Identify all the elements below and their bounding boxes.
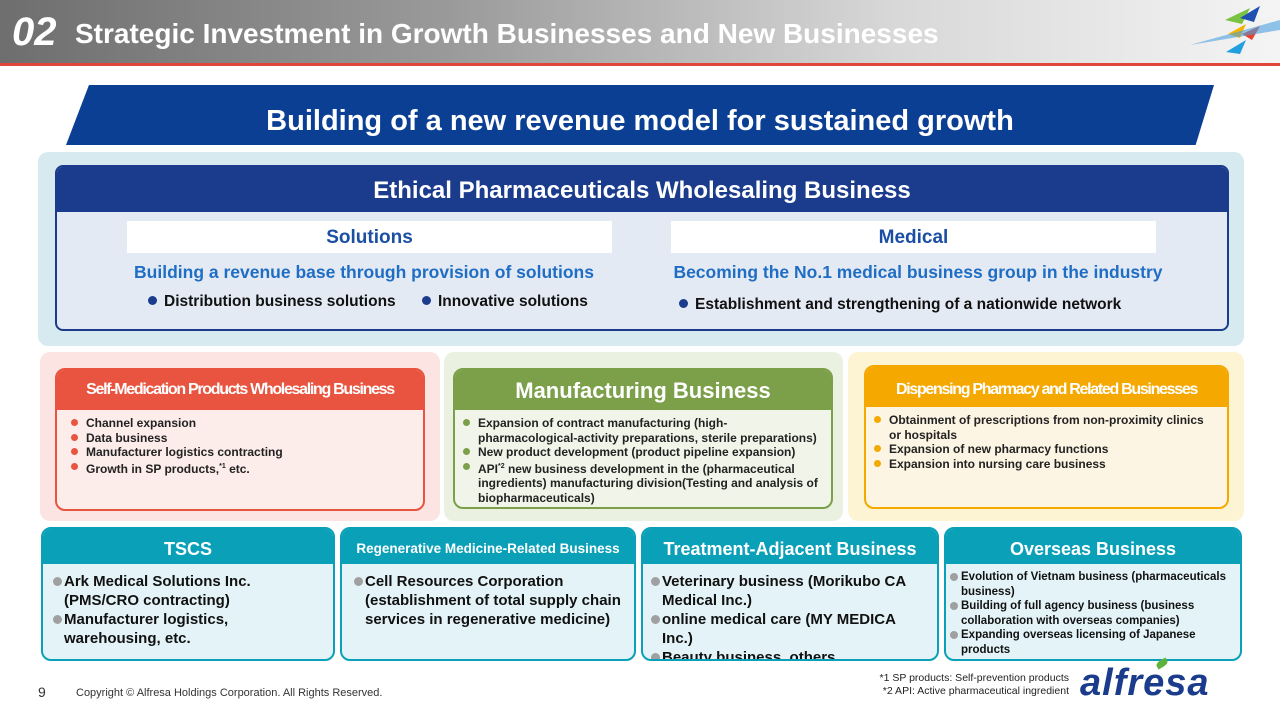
bullet-icon <box>422 296 431 305</box>
regenerative-card: Regenerative Medicine-Related Business C… <box>340 527 636 661</box>
list-item: Expansion of contract manufacturing (hig… <box>463 416 829 445</box>
self-med-list: Channel expansion Data business Manufact… <box>57 410 423 476</box>
dispensing-card: Dispensing Pharmacy and Related Business… <box>864 365 1229 509</box>
page-number: 9 <box>38 684 46 700</box>
treatment-list: Veterinary business (Morikubo CA Medical… <box>643 564 937 659</box>
self-med-title: Self-Medication Products Wholesaling Bus… <box>57 370 423 410</box>
slide-header <box>0 0 1280 66</box>
manufacturing-list: Expansion of contract manufacturing (hig… <box>455 410 831 505</box>
manufacturing-card: Manufacturing Business Expansion of cont… <box>453 368 833 509</box>
brand-decoration-icon <box>1190 6 1280 54</box>
self-med-card: Self-Medication Products Wholesaling Bus… <box>55 368 425 511</box>
item-text: Growth in SP products, <box>86 461 220 476</box>
copyright: Copyright © Alfresa Holdings Corporation… <box>76 687 383 699</box>
tscs-card: TSCS Ark Medical Solutions Inc. (PMS/CRO… <box>41 527 335 661</box>
list-item: online medical care (MY MEDICA Inc.) <box>651 610 929 648</box>
slide-title: Strategic Investment in Growth Businesse… <box>75 18 939 49</box>
dispensing-title: Dispensing Pharmacy and Related Business… <box>866 367 1227 407</box>
bullet-text: Distribution business solutions <box>164 293 396 310</box>
tscs-list: Ark Medical Solutions Inc. (PMS/CRO cont… <box>43 564 333 648</box>
list-item: Beauty business, others <box>651 648 929 659</box>
list-item: Manufacturer logistics contracting <box>71 445 415 460</box>
manufacturing-title: Manufacturing Business <box>455 370 831 410</box>
solutions-bullet: Distribution business solutions <box>148 293 396 311</box>
footnote-ref: *1 <box>219 462 226 470</box>
item-text: new business development in the (pharmac… <box>478 461 818 505</box>
list-item: Manufacturer logistics, warehousing, etc… <box>53 610 325 648</box>
overseas-title: Overseas Business <box>946 529 1240 564</box>
banner-heading: Building of a new revenue model for sust… <box>66 85 1214 145</box>
list-item: Veterinary business (Morikubo CA Medical… <box>651 572 929 610</box>
regenerative-list: Cell Resources Corporation (establishmen… <box>342 564 634 629</box>
tscs-title: TSCS <box>43 529 333 564</box>
item-text: API <box>478 461 499 476</box>
treatment-title: Treatment-Adjacent Business <box>643 529 937 564</box>
list-item: Building of full agency business (busine… <box>950 599 1232 628</box>
solutions-label: Solutions <box>127 221 612 253</box>
list-item: Cell Resources Corporation (establishmen… <box>354 572 626 629</box>
treatment-adjacent-card: Treatment-Adjacent Business Veterinary b… <box>641 527 939 661</box>
list-item: Obtainment of prescriptions from non-pro… <box>874 413 1219 442</box>
medical-subtitle: Becoming the No.1 medical business group… <box>673 262 1163 282</box>
solutions-subtitle: Building a revenue base through provisio… <box>134 262 594 282</box>
list-item: Growth in SP products,*1 etc. <box>71 460 415 477</box>
footnote-ref: *2 <box>498 462 505 470</box>
list-item: Data business <box>71 431 415 446</box>
alfresa-logo: alfresa <box>1080 662 1210 704</box>
medical-label: Medical <box>671 221 1156 253</box>
footnote-1: *1 SP products: Self-prevention products <box>879 672 1070 684</box>
list-item: Expansion of new pharmacy functions <box>874 442 1219 457</box>
overseas-list: Evolution of Vietnam business (pharmaceu… <box>946 564 1240 657</box>
list-item: Expansion into nursing care business <box>874 457 1219 472</box>
list-item: Ark Medical Solutions Inc. (PMS/CRO cont… <box>53 572 325 610</box>
regenerative-title: Regenerative Medicine-Related Business <box>342 529 634 564</box>
bullet-icon <box>148 296 157 305</box>
item-text: etc. <box>225 461 250 476</box>
solutions-bullet: Innovative solutions <box>422 293 588 311</box>
section-number: 02 <box>12 10 57 54</box>
bullet-icon <box>679 299 688 308</box>
list-item: Evolution of Vietnam business (pharmaceu… <box>950 570 1232 599</box>
dispensing-list: Obtainment of prescriptions from non-pro… <box>866 407 1227 471</box>
bullet-text: Innovative solutions <box>438 293 588 310</box>
list-item: Channel expansion <box>71 416 415 431</box>
overseas-card: Overseas Business Evolution of Vietnam b… <box>944 527 1242 661</box>
list-item: Expanding overseas licensing of Japanese… <box>950 628 1232 657</box>
bullet-text: Establishment and strengthening of a nat… <box>695 296 1122 313</box>
footnote-2: *2 API: Active pharmaceutical ingredient <box>882 685 1069 697</box>
medical-bullet: Establishment and strengthening of a nat… <box>679 296 1121 314</box>
ethical-title: Ethical Pharmaceuticals Wholesaling Busi… <box>57 167 1227 212</box>
list-item: New product development (product pipelin… <box>463 445 829 460</box>
list-item: API*2 new business development in the (p… <box>463 460 829 506</box>
